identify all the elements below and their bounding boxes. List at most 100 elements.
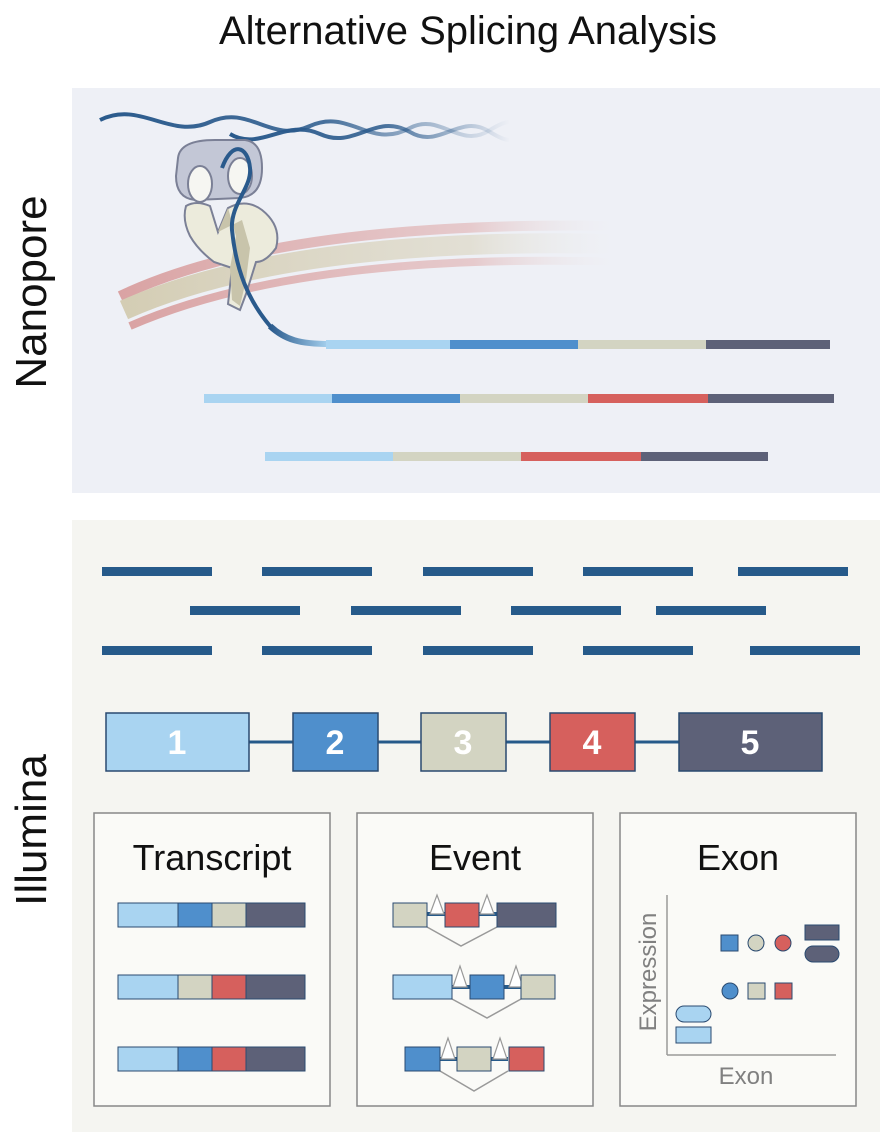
segment-exon-3 (392, 902, 428, 928)
short-reads (102, 567, 860, 655)
segment-exon-5 (708, 394, 834, 403)
transcript-row-1 (117, 902, 306, 928)
exon-number-2: 2 (326, 724, 345, 762)
long-read-1 (326, 340, 830, 349)
segment-exon-5 (245, 974, 306, 1000)
short-read (423, 646, 533, 655)
dna-strand-b (228, 124, 511, 142)
membrane-layer-tan (119, 233, 621, 320)
segment-exon-5 (496, 902, 557, 928)
segment-exon-4 (521, 452, 641, 461)
transcript-panel-title: Transcript (133, 837, 292, 878)
exon-box-5 (678, 712, 823, 772)
event-skipped-exon (392, 893, 557, 947)
segment-exon-3 (460, 394, 588, 403)
segment-exon-2 (469, 974, 505, 1000)
exon-panel: Exon Expression Exon (619, 812, 857, 1107)
illumina-panel: 1 2 3 4 5 Transcript (72, 520, 880, 1132)
marker-exon-3-circle (747, 934, 765, 952)
membrane-layer-red (117, 220, 621, 301)
segment-exon-2 (450, 340, 578, 349)
exon-number-3: 3 (454, 724, 473, 762)
segment-exon-2 (177, 1046, 213, 1072)
exon-panel-title: Exon (697, 837, 779, 878)
membrane-layer-red-lower (128, 256, 621, 330)
event-panel-title: Event (429, 837, 521, 878)
segment-exon-1 (204, 394, 332, 403)
illumina-label: Illumina (7, 754, 56, 906)
segment-exon-2 (332, 394, 460, 403)
skip-junction (451, 998, 522, 1019)
segment-exon-4 (211, 1046, 247, 1072)
segment-exon-2 (404, 1046, 441, 1072)
exon-number-4: 4 (583, 724, 602, 762)
exon-box-2 (292, 712, 379, 772)
short-read (102, 567, 212, 576)
inclusion-junction (429, 893, 445, 915)
marker-exon-5-oval (804, 945, 840, 963)
inclusion-junction (452, 964, 468, 988)
segment-exon-3 (211, 902, 247, 928)
segment-exon-4 (508, 1046, 545, 1072)
inclusion-junction (479, 893, 495, 915)
exon-box-3 (420, 712, 507, 772)
x-axis-label: Exon (719, 1063, 774, 1090)
nanopore-label: Nanopore (7, 195, 56, 388)
marker-exon-2-square (720, 934, 739, 952)
marker-exon-2-circle (721, 982, 739, 1000)
segment-exon-4 (444, 902, 480, 928)
segment-exon-2 (177, 902, 213, 928)
exon-number-1: 1 (168, 724, 187, 762)
event-skipped-exon (392, 964, 556, 1019)
long-read-3 (265, 452, 768, 461)
segment-exon-1 (117, 974, 179, 1000)
short-read (750, 646, 860, 655)
segment-exon-1 (392, 974, 453, 1000)
segment-exon-1 (326, 340, 450, 349)
event-skipped-exon (404, 1036, 545, 1092)
marker-exon-1-square (675, 1026, 712, 1044)
transcript-row-3 (117, 1046, 306, 1072)
segment-exon-4 (588, 394, 708, 403)
marker-exon-5-square (804, 924, 840, 941)
segment-exon-3 (393, 452, 521, 461)
segment-exon-3 (177, 974, 213, 1000)
short-read (262, 567, 372, 576)
segment-exon-1 (117, 902, 179, 928)
exon-number-5: 5 (741, 724, 760, 762)
segment-exon-5 (706, 340, 830, 349)
skip-junction (426, 926, 498, 947)
short-read (738, 567, 848, 576)
marker-exon-1-oval (675, 1005, 712, 1023)
exon-box-4 (549, 712, 636, 772)
skip-junction (439, 1070, 509, 1092)
figure-title: Alternative Splicing Analysis (219, 9, 717, 53)
short-read (656, 606, 766, 615)
segment-exon-3 (578, 340, 706, 349)
gene-model: 1 2 3 4 5 (105, 712, 823, 772)
read-strand-tail (267, 323, 331, 347)
marker-exon-3-square (747, 982, 766, 1000)
short-read (102, 646, 212, 655)
short-read (423, 567, 533, 576)
segment-exon-1 (117, 1046, 179, 1072)
segment-exon-3 (520, 974, 556, 1000)
nanopore-protein (174, 139, 279, 312)
short-read (583, 567, 693, 576)
short-read (351, 606, 461, 615)
short-read (511, 606, 621, 615)
segment-exon-5 (641, 452, 768, 461)
nanopore-panel (72, 88, 880, 493)
inclusion-junction (440, 1036, 456, 1060)
long-read-2 (204, 394, 834, 403)
segment-exon-5 (245, 1046, 306, 1072)
segment-exon-5 (245, 902, 306, 928)
transcript-panel: Transcript (93, 812, 331, 1107)
marker-exon-4-square (774, 982, 793, 1000)
segment-exon-1 (265, 452, 393, 461)
transcript-row-2 (117, 974, 306, 1000)
short-read (190, 606, 300, 615)
inclusion-junction (492, 1036, 508, 1060)
short-read (262, 646, 372, 655)
